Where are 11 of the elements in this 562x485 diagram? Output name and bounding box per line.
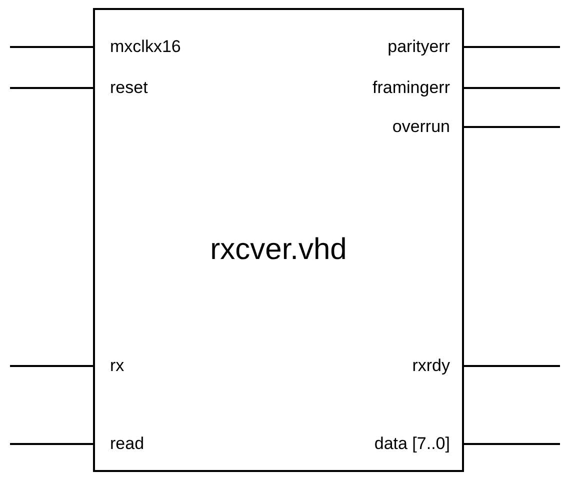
pin-name: read bbox=[110, 434, 144, 454]
component-name: rxcver.vhd bbox=[210, 232, 347, 268]
pin-name: parityerr bbox=[388, 37, 450, 57]
pin-name: reset bbox=[110, 78, 148, 98]
pin-name: framingerr bbox=[372, 78, 450, 98]
pin-name: data [7..0] bbox=[374, 434, 450, 454]
pin-name: overrun bbox=[392, 117, 450, 137]
component-box bbox=[93, 8, 464, 472]
pin-name: rxrdy bbox=[412, 356, 450, 376]
pin-name: rx bbox=[110, 356, 124, 376]
pin-name: mxclkx16 bbox=[110, 37, 181, 57]
